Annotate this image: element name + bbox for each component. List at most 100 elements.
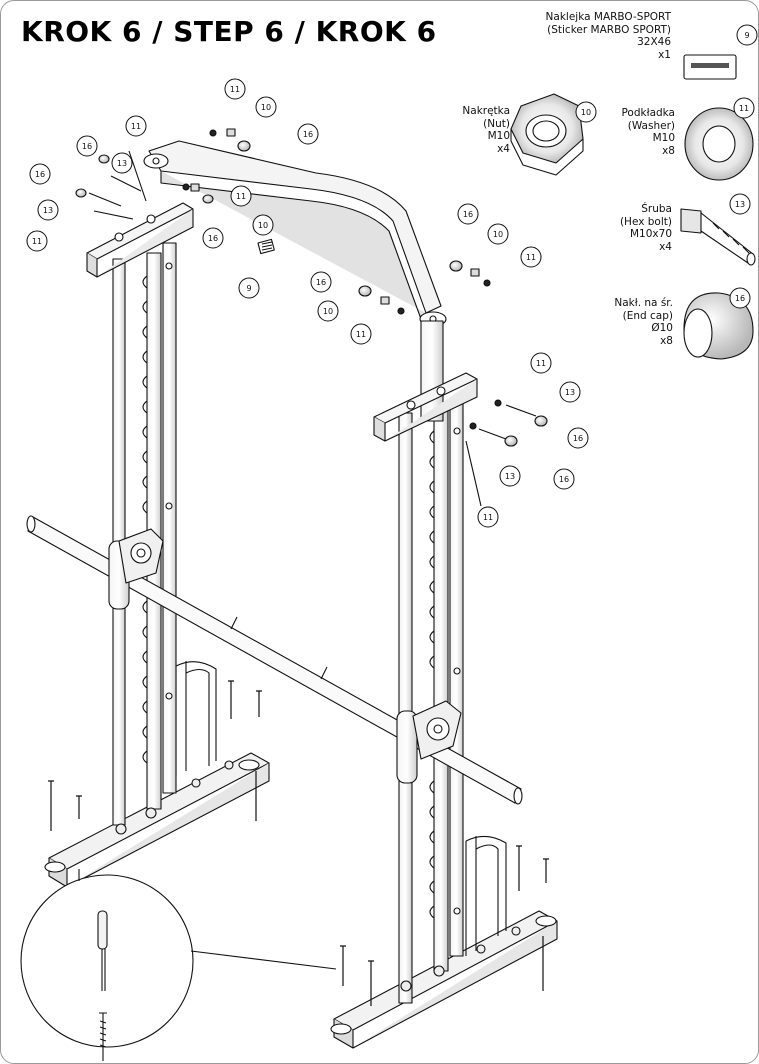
callout-number: 10 xyxy=(258,221,268,230)
callout-bubble: 13 xyxy=(559,381,581,403)
callout-bubble: 11 xyxy=(125,115,147,137)
callout-number: 10 xyxy=(261,103,271,112)
callout-number: 11 xyxy=(356,330,366,339)
callout-number: 11 xyxy=(483,513,493,522)
callout-bubble: 13 xyxy=(37,199,59,221)
legend-callout-bubble: 11 xyxy=(733,97,755,119)
callout-bubble: 16 xyxy=(202,227,224,249)
callout-number: 10 xyxy=(493,230,503,239)
callout-bubble: 11 xyxy=(230,185,252,207)
bolt-name-pl: Śruba xyxy=(641,203,672,215)
legend-bolt: Śruba (Hex bolt) M10x70 x4 xyxy=(596,203,672,253)
nut-qty: x4 xyxy=(497,142,510,155)
nut-icon xyxy=(510,93,584,176)
barbell xyxy=(26,515,523,805)
callout-number: 10 xyxy=(323,307,333,316)
step-title: KROK 6 / STEP 6 / KROK 6 xyxy=(21,15,437,48)
callout-number: 13 xyxy=(43,206,53,215)
bolt-qty: x4 xyxy=(659,240,672,253)
callout-bubble: 16 xyxy=(310,271,332,293)
callout-bubble: 10 xyxy=(255,96,277,118)
callout-number: 11 xyxy=(230,85,240,94)
right-frame xyxy=(330,320,558,1049)
callout-number: 16 xyxy=(82,142,92,151)
callout-bubble: 16 xyxy=(297,123,319,145)
callout-bubble: 16 xyxy=(29,163,51,185)
callout-bubble: 10 xyxy=(252,214,274,236)
callout-number: 11 xyxy=(526,253,536,262)
callout-bubble: 10 xyxy=(317,300,339,322)
anchor-screws xyxy=(48,680,549,1006)
legend-washer: Podkładka (Washer) M10 x8 xyxy=(601,107,675,157)
washer-qty: x8 xyxy=(662,144,675,157)
callout-number: 16 xyxy=(316,278,326,287)
end-cap-icon xyxy=(683,292,754,360)
callout-number: 16 xyxy=(735,294,745,303)
callout-number: 13 xyxy=(505,472,515,481)
callout-number: 13 xyxy=(117,159,127,168)
top-arch xyxy=(143,140,447,327)
callout-bubble: 10 xyxy=(487,223,509,245)
callout-number: 16 xyxy=(303,130,313,139)
callout-bubble: 11 xyxy=(350,323,372,345)
callout-number: 11 xyxy=(236,192,246,201)
callout-bubble: 9 xyxy=(238,277,260,299)
callout-bubble: 16 xyxy=(567,427,589,449)
legend-sticker: Naklejka MARBO-SPORT (Sticker MARBO SPOR… xyxy=(531,11,671,61)
nut-name-pl: Nakrętka xyxy=(462,105,510,117)
legend-callout-bubble: 16 xyxy=(729,287,751,309)
callout-number: 16 xyxy=(208,234,218,243)
callout-number: 11 xyxy=(32,237,42,246)
callout-number: 16 xyxy=(35,170,45,179)
callout-number: 11 xyxy=(739,104,749,113)
callout-bubble: 11 xyxy=(477,506,499,528)
callout-number: 16 xyxy=(559,475,569,484)
callout-number: 10 xyxy=(581,108,591,117)
washer-name-pl: Podkładka xyxy=(621,107,675,119)
sticker-qty: x1 xyxy=(658,48,671,61)
callout-bubble: 16 xyxy=(457,203,479,225)
callout-number: 16 xyxy=(573,434,583,443)
legend-callout-bubble: 13 xyxy=(729,193,751,215)
nut-name-en: (Nut) xyxy=(483,117,510,130)
cap-size: Ø10 xyxy=(651,322,673,334)
bolt-size: M10x70 xyxy=(630,228,672,240)
callout-bubble: 11 xyxy=(520,246,542,268)
callout-number: 9 xyxy=(246,284,251,293)
hex-bolt-icon xyxy=(680,208,756,266)
callout-number: 13 xyxy=(565,388,575,397)
callout-bubble: 11 xyxy=(224,78,246,100)
sticker-name-pl: Naklejka MARBO-SPORT xyxy=(545,11,671,23)
callout-bubble: 11 xyxy=(530,352,552,374)
hardware-parts xyxy=(75,128,548,507)
cap-name-en: (End cap) xyxy=(622,309,673,322)
detail-magnifier xyxy=(20,869,337,1061)
callout-number: 9 xyxy=(744,31,749,40)
callout-bubble: 11 xyxy=(26,230,48,252)
sticker-size: 32X46 xyxy=(637,36,671,48)
callout-bubbles: 11 10 16 11 13 16 16 13 11 11 10 16 9 16 10 11 16 10 11 11 1… xyxy=(26,24,758,528)
cap-qty: x8 xyxy=(660,334,673,347)
legend-callout-bubble: 9 xyxy=(736,24,758,46)
legend-nut: Nakrętka (Nut) M10 x4 xyxy=(446,105,510,155)
legend-icons xyxy=(510,54,756,360)
bolt-name-en: (Hex bolt) xyxy=(619,215,672,228)
callout-bubble: 13 xyxy=(499,465,521,487)
sticker-name-en: (Sticker MARBO SPORT) xyxy=(547,23,671,36)
nut-size: M10 xyxy=(487,130,510,142)
callout-bubble: 16 xyxy=(553,468,575,490)
washer-name-en: (Washer) xyxy=(627,119,675,132)
cap-name-pl: Nakł. na śr. xyxy=(614,297,673,309)
callout-number: 11 xyxy=(131,122,141,131)
callout-bubble: 16 xyxy=(76,135,98,157)
washer-icon xyxy=(684,107,754,181)
callout-number: 16 xyxy=(463,210,473,219)
callout-number: 11 xyxy=(536,359,546,368)
callout-bubble: 13 xyxy=(111,152,133,174)
washer-size: M10 xyxy=(652,132,675,144)
callout-number: 13 xyxy=(735,200,745,209)
legend-callout-bubble: 10 xyxy=(575,101,597,123)
legend-cap: Nakł. na śr. (End cap) Ø10 x8 xyxy=(591,297,673,347)
